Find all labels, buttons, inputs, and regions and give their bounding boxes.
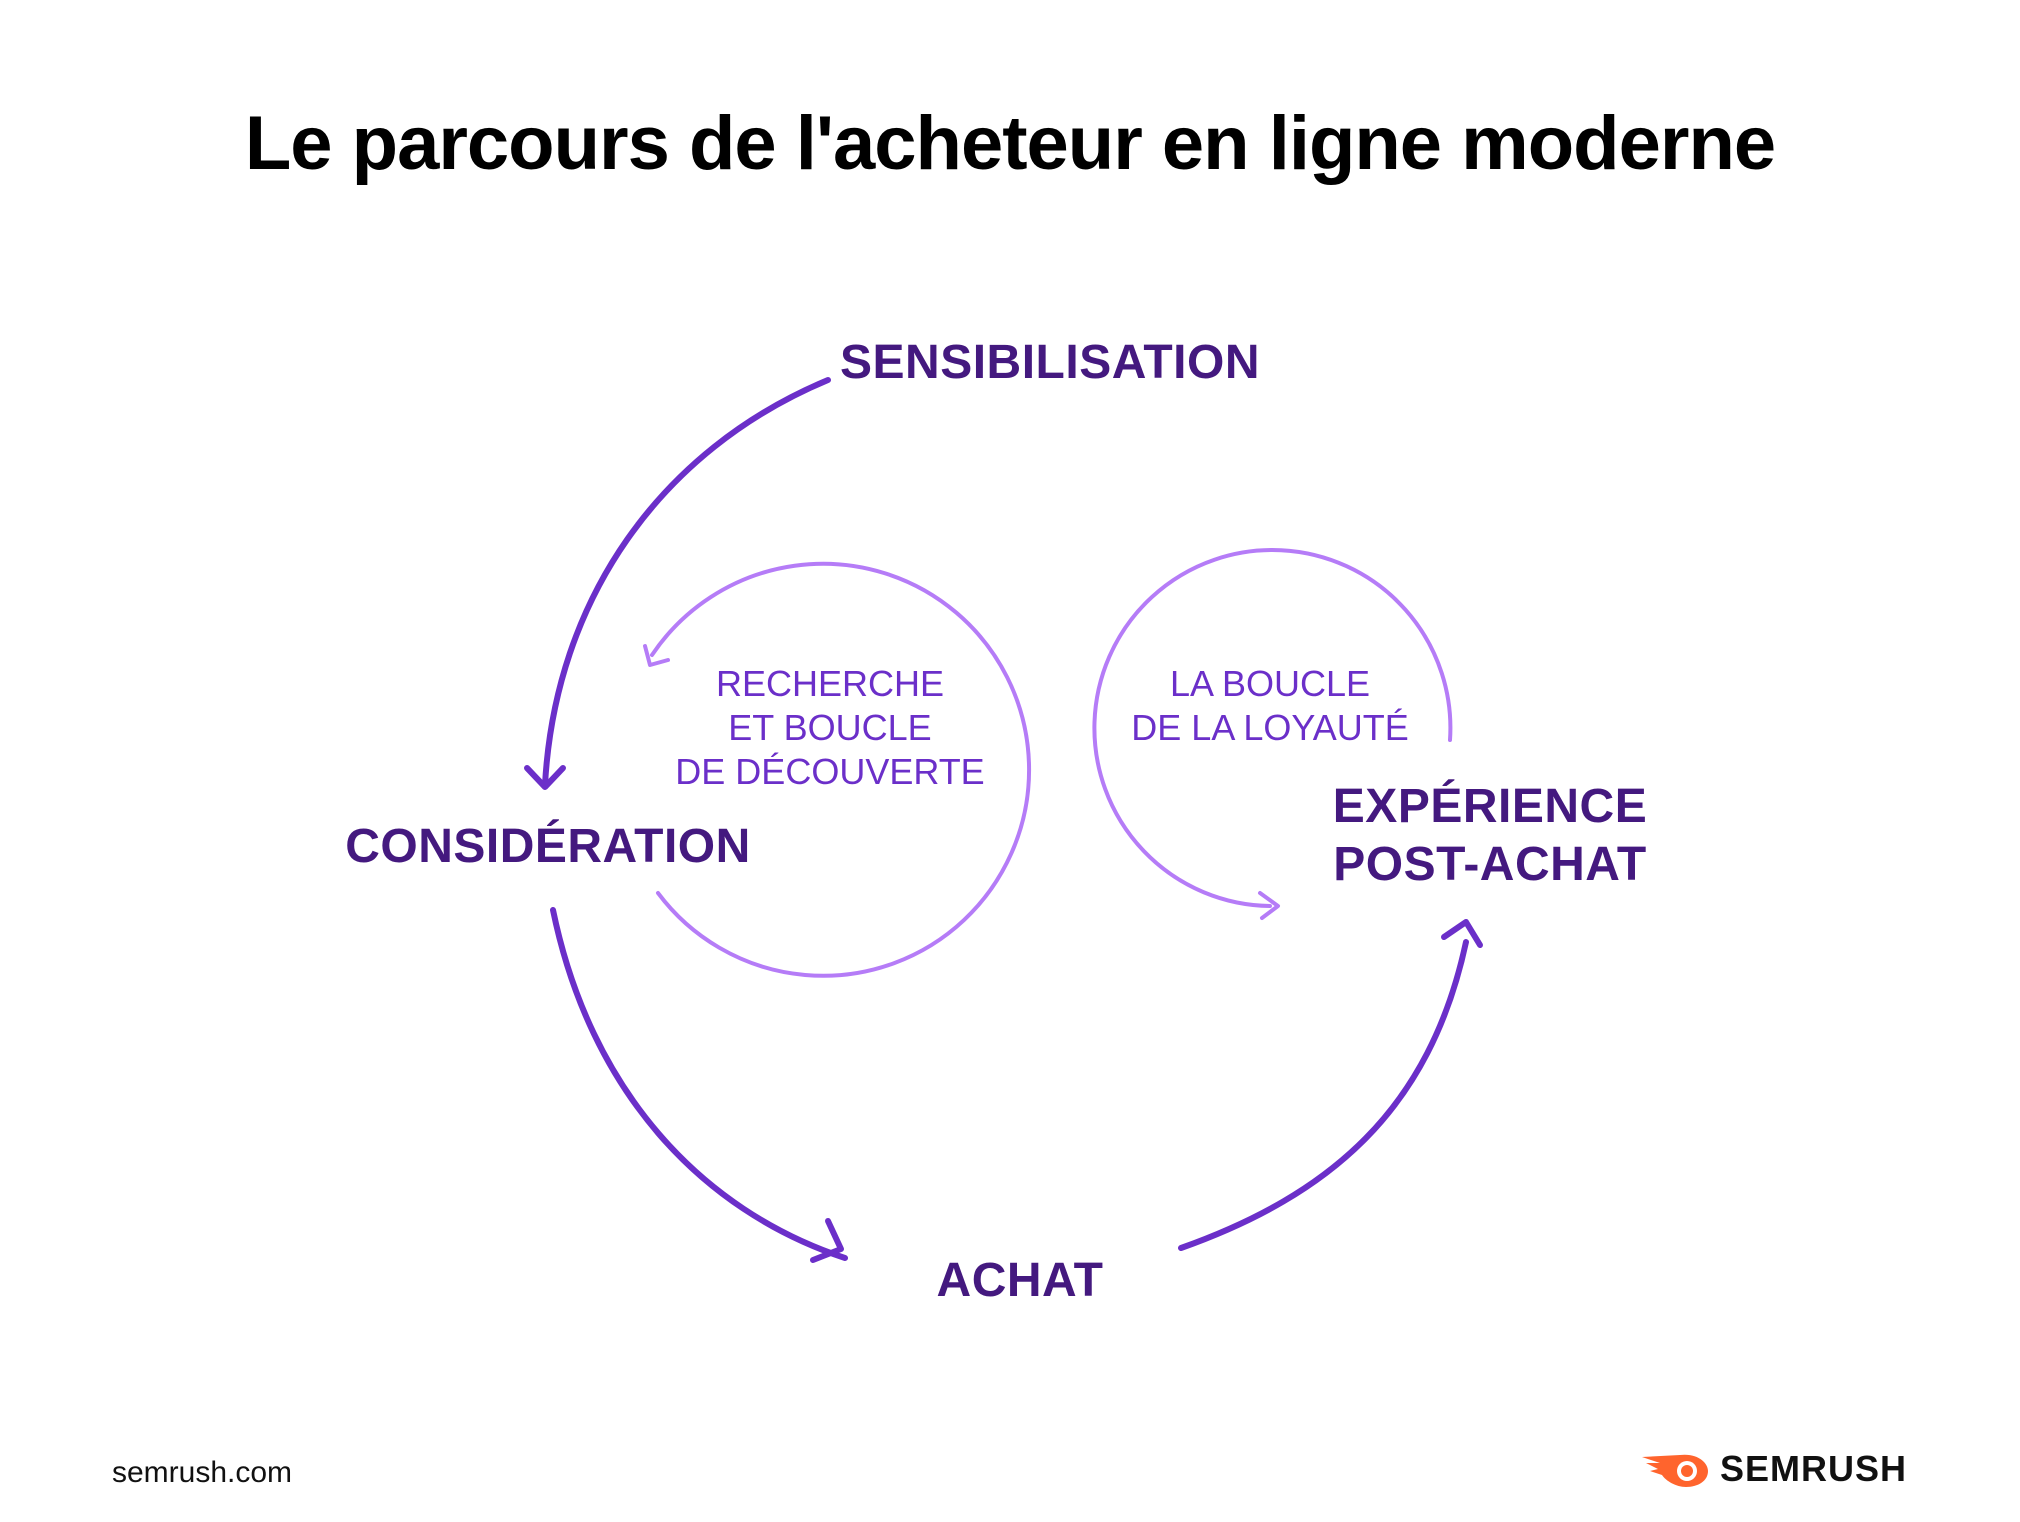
discovery-loop-arc <box>650 561 1032 978</box>
discovery-loop-arrowhead <box>643 644 670 667</box>
discovery-loop-label: RECHERCHE ET BOUCLE DE DÉCOUVERTE <box>660 662 1000 794</box>
arrow-awareness-to-consideration <box>542 377 831 788</box>
arrowhead-consideration <box>524 765 566 790</box>
discovery-loop-line1: RECHERCHE <box>715 663 945 704</box>
loyalty-loop-label: LA BOUCLE DE LA LOYAUTÉ <box>1110 662 1430 750</box>
stage-consideration: CONSIDÉRATION <box>345 820 751 873</box>
stage-awareness: SENSIBILISATION <box>840 336 1260 389</box>
arrowhead-purchase <box>810 1218 844 1263</box>
loyalty-loop-arc <box>1092 548 1453 908</box>
stage-post-purchase: EXPÉRIENCE POST-ACHAT <box>1300 778 1680 894</box>
stage-post-purchase-line2: POST-ACHAT <box>1333 838 1647 891</box>
footer-url: semrush.com <box>112 1456 293 1489</box>
semrush-brand-text: SEMRUSH <box>1720 1448 1908 1489</box>
arrow-purchase-to-postpurchase <box>1178 939 1469 1251</box>
discovery-loop-line2: ET BOUCLE <box>728 707 932 748</box>
loyalty-loop-line2: DE LA LOYAUTÉ <box>1131 707 1409 748</box>
semrush-flame-icon <box>1642 1454 1708 1487</box>
arrow-consideration-to-purchase <box>550 907 848 1261</box>
semrush-logo: SEMRUSH <box>1640 1448 1907 1490</box>
loyalty-loop-arrowhead <box>1258 891 1280 920</box>
loyalty-loop-line1: LA BOUCLE <box>1169 663 1371 704</box>
discovery-loop-line3: DE DÉCOUVERTE <box>675 751 985 792</box>
stage-purchase: ACHAT <box>936 1254 1104 1307</box>
page-title: Le parcours de l'acheteur en ligne moder… <box>244 101 1776 186</box>
stage-post-purchase-line1: EXPÉRIENCE <box>1332 780 1648 833</box>
arrowhead-postpurchase <box>1441 919 1483 948</box>
